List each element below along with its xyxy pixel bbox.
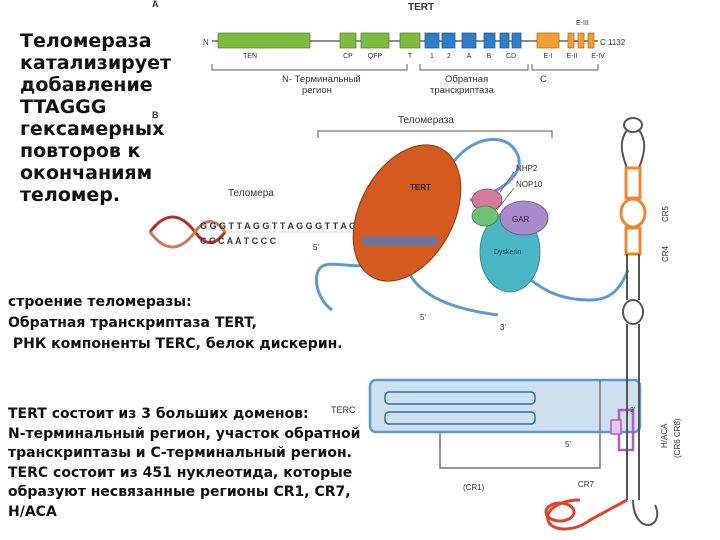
domains-caption: TERT состоит из 3 больших доменов: N-тер… (8, 405, 388, 522)
bracket-n-region (211, 64, 408, 71)
n-terminus-label: N (203, 38, 209, 47)
gar-protein (499, 200, 549, 236)
domain-c (499, 32, 510, 49)
domain-a (461, 32, 477, 49)
domain-label-e2: E-II (567, 53, 578, 60)
caption-line: Обратная транскриптаза TERT, (8, 315, 257, 331)
rna-strand-left (315, 260, 381, 312)
nop10-protein (471, 205, 499, 227)
haca-label: H/ACA (660, 423, 669, 448)
e3-label: E-III (576, 20, 589, 27)
caption-line: строение теломеразы: (8, 294, 192, 310)
region-rt-line2: транскриптаза (430, 85, 495, 96)
telomerase-label: Теломераза (398, 115, 454, 126)
dna-top-strand: G G G T T A G G T T A G G G T T A G G G (200, 221, 375, 231)
panel-a-label: A (152, 0, 159, 9)
gar-label: GAR (512, 215, 530, 224)
caption-line: H/ACA (8, 503, 57, 520)
title-line: TTAGGG (20, 96, 107, 118)
title-line: окончаниям (20, 162, 153, 184)
rna-three-prime: 3' (500, 323, 506, 332)
title-line: повторов к (20, 140, 141, 162)
cr7-label: CR7 (578, 480, 595, 489)
structure-caption: строение теломеразы: Обратная транскрипт… (8, 292, 368, 355)
region-rt-line1: Обратная (445, 74, 488, 85)
title-line: гексамерных (20, 118, 165, 140)
template-region (362, 236, 438, 246)
domain-e2 (577, 32, 585, 49)
rna-strand-bottom (408, 274, 499, 317)
bracket-c-region (531, 64, 599, 71)
terc-five-prime: 5' (565, 440, 571, 449)
domain-label-1: 1 (430, 53, 434, 60)
title-line: добавление (20, 74, 153, 96)
terc-structure (368, 117, 659, 531)
title-block: Теломераза катализирует добавление TTAGG… (20, 30, 172, 206)
domain-label-e1: E-I (544, 53, 553, 60)
domain-2 (441, 32, 456, 49)
title-line: теломер. (20, 184, 121, 206)
caption-line: образуют несвязанные регионы CR1, CR7, (8, 484, 351, 500)
dna-five-prime: 5' (313, 243, 319, 252)
nop10-label: NOP10 (516, 180, 543, 189)
domain-e4 (587, 32, 595, 49)
tert-gene-title: TERT (408, 2, 434, 13)
domain-e3 (567, 32, 575, 49)
tert-protein-label: TERT (410, 183, 431, 192)
panel-b-label: B (152, 110, 159, 120)
domain-t (399, 32, 421, 49)
tert-protein (352, 144, 462, 282)
cr5-label: CR5 (661, 205, 670, 222)
domain-label-a: A (467, 53, 472, 60)
domain-label-2: 2 (447, 53, 451, 60)
domain-b (483, 32, 496, 49)
caption-line: TERC состоит из 451 нуклеотида, которые (8, 464, 353, 481)
domain-label-t: T (408, 53, 413, 60)
domain-ten (217, 32, 311, 49)
cr1-label: (CR1) (463, 483, 485, 492)
telomerase-bracket (317, 130, 553, 138)
caption-line: TERT состоит из 3 больших доменов: (8, 406, 309, 422)
domain-label-cp: CP (343, 53, 353, 60)
domain-qfp (360, 32, 390, 49)
dyskerin-label: Dyskerin (494, 249, 521, 256)
title-line: Теломераза (20, 30, 152, 52)
domain-label-cd: CD (506, 53, 516, 60)
domain-d (511, 32, 522, 49)
domain-cp (339, 32, 357, 49)
cr6-cr8-label: (CR6 CR8) (673, 418, 682, 458)
domain-label-e4: E-IV (591, 53, 605, 60)
telomere-label: Теломера (228, 188, 274, 199)
domain-label-ten: TEN (243, 53, 257, 60)
rna-strand-right (518, 268, 630, 302)
rna-five-prime: 5' (420, 313, 426, 322)
dna-bottom-strand: C C C A A T C C C (200, 236, 277, 246)
terc-three-prime: 3' (630, 407, 635, 414)
terc-label: TERC (331, 405, 356, 415)
caption-line: транскриптазы и С-терминальный регион. (8, 445, 352, 461)
domain-e1 (536, 32, 560, 49)
region-c-label: C (540, 74, 547, 85)
caption-line: N-терминальный регион, участок обратной (8, 425, 361, 442)
domain-1 (424, 32, 440, 49)
domain-label-qfp: QFP (368, 53, 383, 60)
region-n-line2: регион (302, 85, 332, 96)
rna-strand-top (438, 137, 521, 202)
cr4-label: CR4 (661, 245, 670, 262)
caption-line: РНК компоненты TERC, белок дискерин. (8, 336, 343, 352)
nhp2-label: NHP2 (516, 164, 538, 173)
region-n-line1: N- Терминальный (282, 74, 361, 85)
domain-label-b: B (487, 53, 492, 60)
title-line: катализирует (20, 52, 172, 74)
bracket-rt-region (419, 64, 529, 71)
c-terminus-label: C 1132 (600, 38, 626, 47)
